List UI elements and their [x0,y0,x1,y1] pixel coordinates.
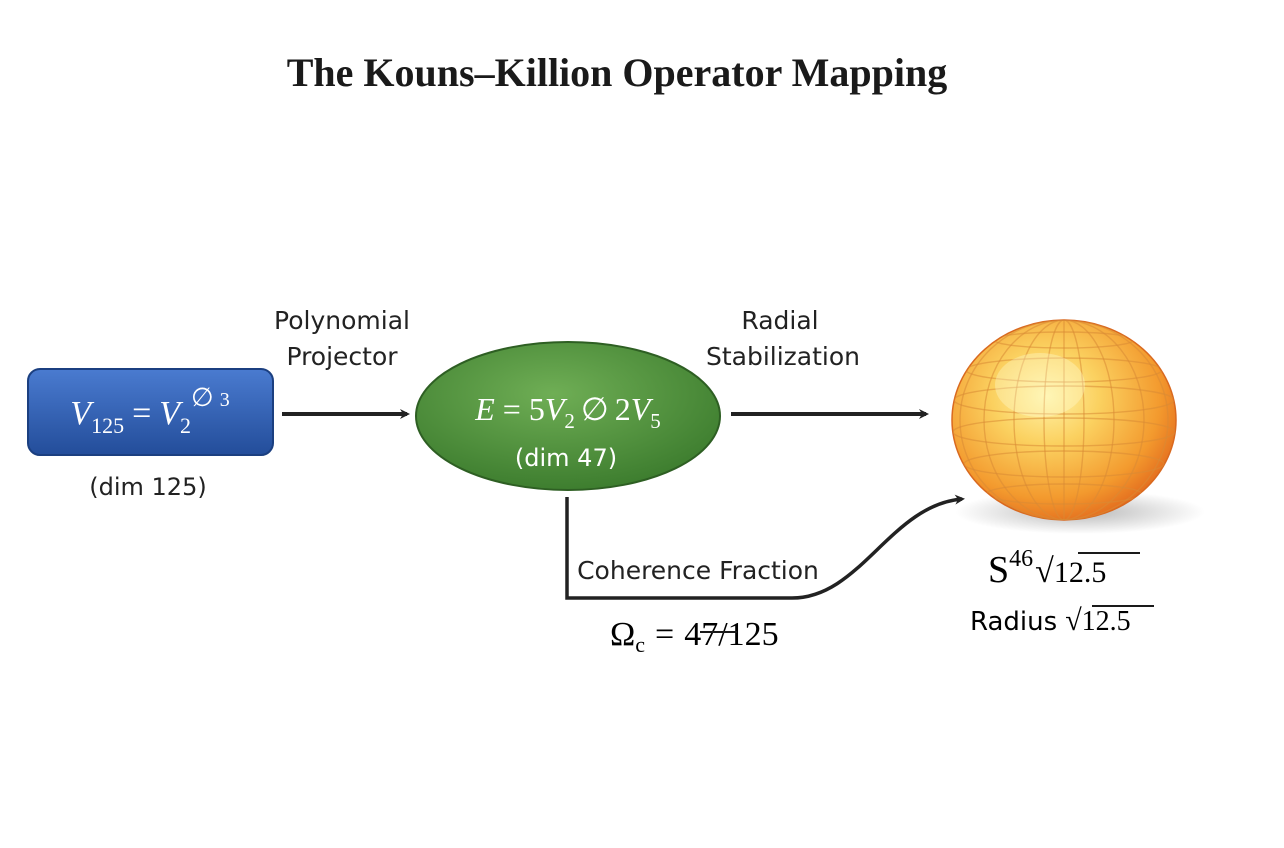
radius-label: Radius √12.5 [970,604,1131,637]
coherence-omega-sub: c [635,632,645,657]
source-node: V125=V2∅3 (dim 125) [27,368,274,501]
source-operator-glyph: ∅ [191,383,214,412]
edge-label-radial-line2: Stabilization [706,342,860,371]
middle-coef2: 2 [615,391,631,427]
source-dim-label: (dim 125) [89,473,206,501]
middle-operator-glyph: ∅ [581,391,609,427]
middle-sym2: V [631,391,654,427]
radius-word: Radius [970,607,1057,637]
edge-arrow-coherence [565,494,965,600]
radius-sqrt-glyph: √ [1065,604,1082,637]
coherence-numerator: 47 [684,616,718,653]
middle-coef1: 5 [529,391,545,427]
source-node-box [27,368,274,456]
middle-sub1: 2 [564,409,575,433]
sphere-superscript: 46 [1009,546,1033,572]
sphere-sqrt-glyph: √ [1035,553,1054,590]
source-power: 3 [220,389,230,411]
sphere-highlight [995,353,1085,417]
middle-dim-label: (dim 47) [515,444,617,472]
edge-label-polynomial-line2: Projector [286,342,398,371]
coherence-formula-text: Ωc = 47/125 [610,616,779,657]
source-rhs-subscript: 2 [180,413,191,438]
middle-equals: = [503,391,521,427]
edge-label-polynomial-line1: Polynomial [274,306,410,335]
sphere-radicand: 12.5 [1054,556,1107,589]
target-sphere-node: S46√12.5 Radius√12.5 [951,319,1205,637]
coherence-omega: Ω [610,616,635,653]
middle-sym1: V [545,391,568,427]
middle-sub2: 5 [650,409,661,433]
middle-lhs-symbol: E [474,391,495,427]
source-equals: = [132,395,151,432]
edge-label-coherence: Coherence Fraction [577,556,819,585]
sphere-label: S46√12.5 [988,546,1106,591]
sphere-symbol: S [988,549,1009,591]
radius-radicand: 12.5 [1082,606,1131,637]
source-lhs-subscript: 125 [91,413,124,438]
diagram-title: The Kouns–Killion Operator Mapping [287,50,948,95]
edge-label-radial-line1: Radial [741,306,818,335]
coherence-formula: Ωc = 47/125 [610,616,779,657]
coherence-equals: = [655,616,674,653]
coherence-denominator: /125 [718,616,778,653]
middle-node-ellipse [415,341,721,491]
middle-node: E=5V2∅2V5 (dim 47) [415,341,721,491]
middle-node-formula: E=5V2∅2V5 [474,391,661,433]
